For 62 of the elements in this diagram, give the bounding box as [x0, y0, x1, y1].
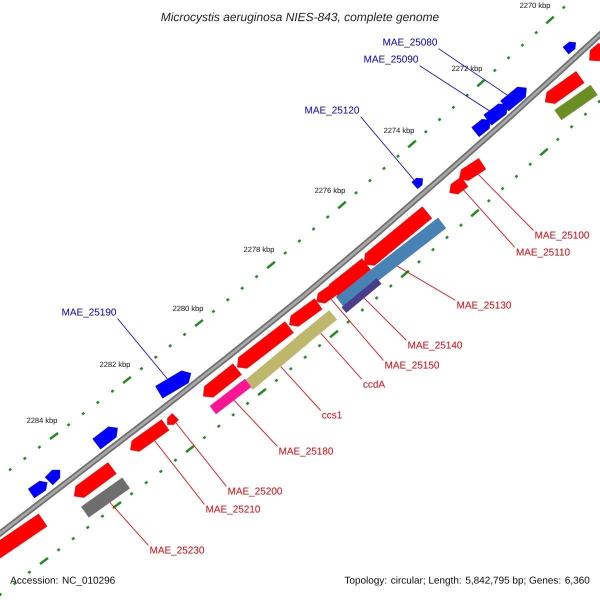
leader-line [110, 502, 149, 546]
footer-text: Accession: NC_010296 [10, 576, 115, 586]
gene-block [203, 364, 242, 398]
gene-block [459, 158, 486, 181]
gene-label: MAE_25100 [535, 232, 590, 240]
leader-line [234, 400, 278, 447]
gene-label: MAE_25140 [408, 342, 462, 350]
leader-line [478, 174, 534, 231]
leader-line [364, 298, 407, 341]
gene-block [316, 286, 336, 304]
gene-label: MAE_25130 [457, 302, 512, 310]
gene-label: ccdA [363, 380, 386, 388]
gene-label: MAE_25150 [385, 362, 440, 370]
gene-label: MAE_25210 [206, 506, 260, 514]
gene-bar [244, 334, 308, 390]
gene-bar [342, 278, 382, 313]
leader-line [176, 422, 227, 487]
gene-bar [210, 378, 252, 414]
leader-line [419, 65, 490, 112]
gene-label: MAE_25080 [383, 38, 438, 48]
gene-label: MAE_25090 [364, 56, 418, 64]
gene-block [364, 206, 432, 266]
gene-block [44, 470, 60, 486]
gene-block [92, 426, 118, 450]
gene-label: MAE_25230 [150, 546, 204, 556]
gene-block [167, 413, 179, 425]
gene-bar [554, 84, 598, 120]
gene-block [471, 119, 491, 137]
gene-label: MAE_25200 [228, 488, 282, 496]
gene-block [544, 71, 584, 104]
gene-label: ccs1 [322, 412, 342, 418]
gene-block [449, 176, 468, 194]
gene-label: MAE_25190 [62, 308, 116, 318]
footer-text: Topology: circular; Length: 5,842,795 bp; Genes: 6,360 [344, 576, 590, 586]
gene-block [130, 419, 170, 452]
leader-line [330, 298, 384, 361]
gene-block [589, 42, 600, 62]
leader-line [320, 332, 362, 380]
title: Microcystis aeruginosa NIES-843, complete genome [161, 12, 439, 24]
leader-line [154, 440, 205, 505]
gene-block [484, 104, 508, 126]
gene-block [289, 298, 322, 327]
gene-block [0, 514, 48, 560]
gene-bar [81, 478, 130, 518]
leader-line [396, 266, 456, 301]
gene-block [237, 321, 294, 369]
gene-label: MAE_25110 [516, 248, 570, 258]
gene-block [155, 370, 192, 398]
gene-block [562, 42, 576, 54]
leader-line [463, 190, 516, 248]
gene-block [28, 480, 48, 498]
gene-label: MAE_25180 [279, 448, 334, 456]
leader-line [360, 116, 414, 180]
leader-line [280, 366, 321, 411]
gene-bar [336, 218, 446, 308]
gene-block [412, 178, 423, 190]
gene-label: MAE_25120 [305, 106, 360, 116]
gene-block [328, 258, 371, 296]
leader-line [438, 48, 508, 96]
gene-block [500, 86, 527, 112]
gene-block [74, 462, 117, 498]
leader-line [117, 318, 168, 380]
